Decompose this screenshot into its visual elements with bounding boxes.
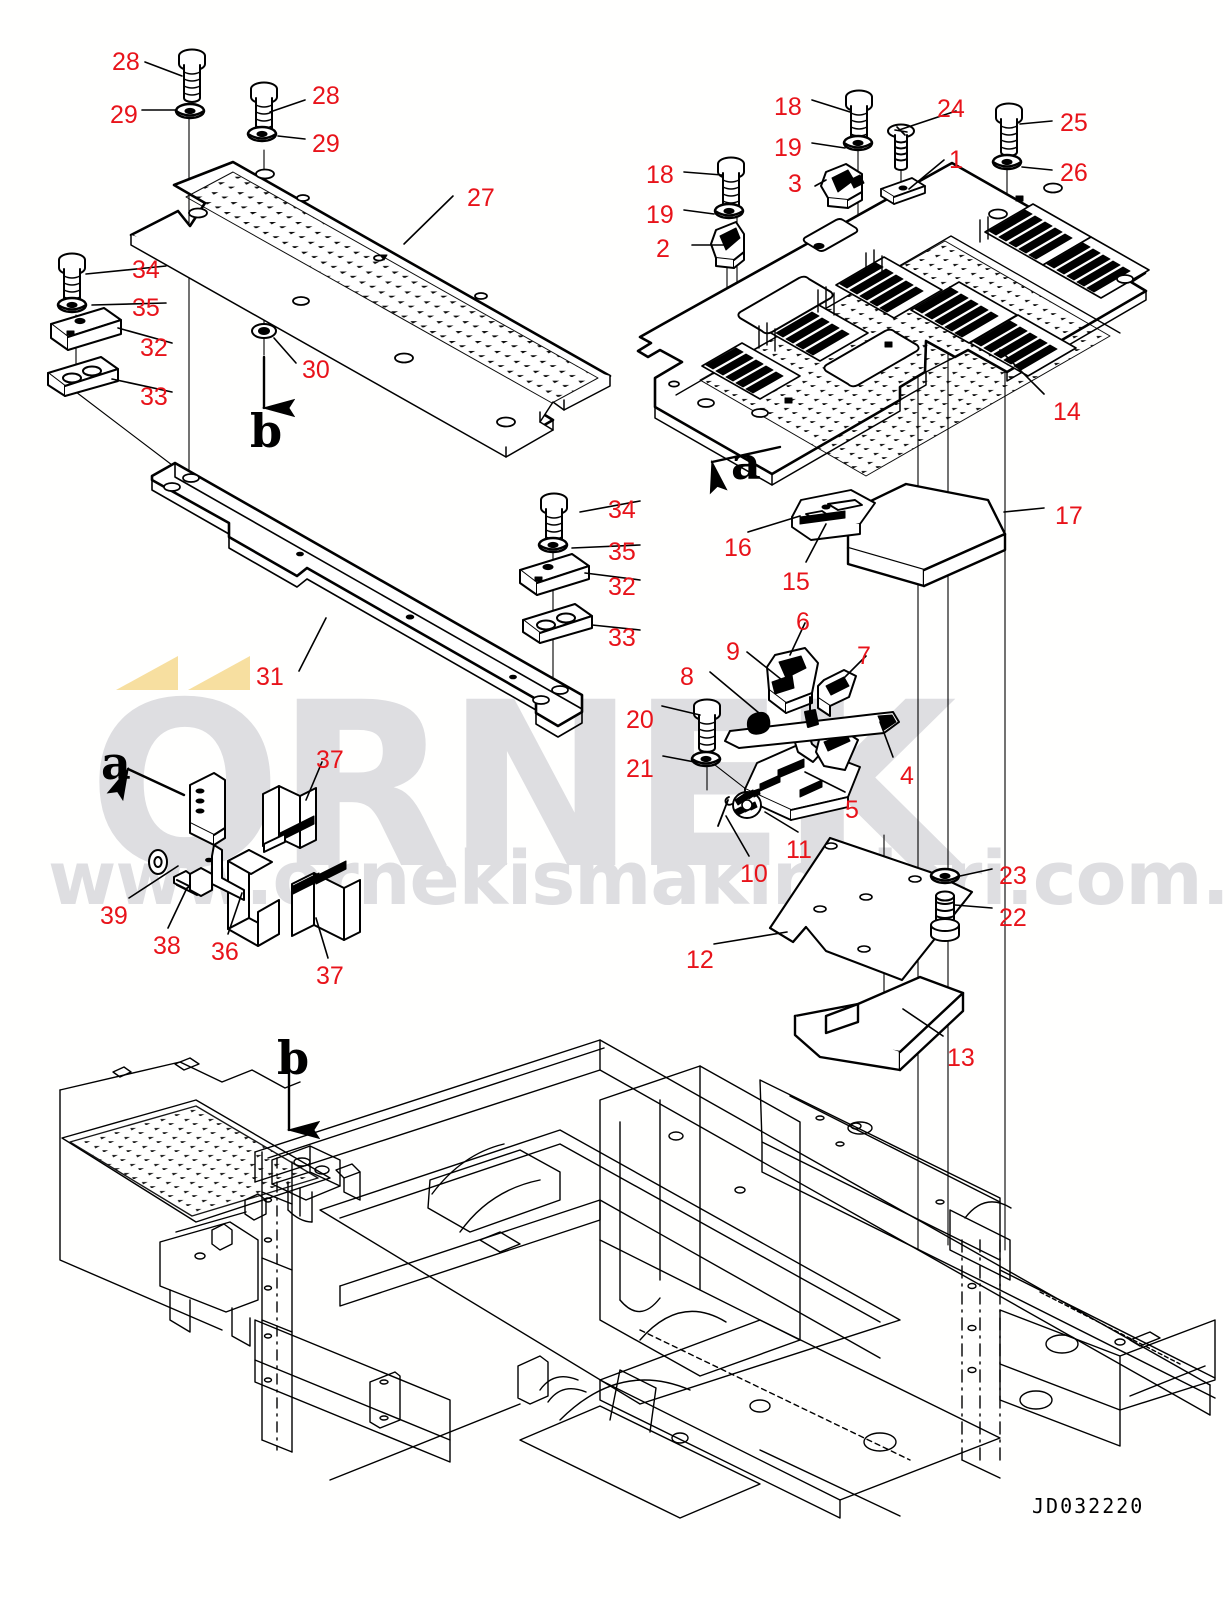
callout-number-35: 35 [608, 538, 636, 566]
callout-number-10: 10 [740, 860, 768, 888]
callout-number-37: 37 [316, 746, 344, 774]
callout-number-5: 5 [845, 796, 859, 824]
callout-number-39: 39 [100, 902, 128, 930]
callout-number-34: 34 [608, 496, 636, 524]
callout-number-30: 30 [302, 356, 330, 384]
callout-number-18: 18 [646, 161, 674, 189]
callout-number-20: 20 [626, 706, 654, 734]
callout-number-31: 31 [256, 663, 284, 691]
callout-number-1: 1 [949, 146, 963, 174]
callout-number-25: 25 [1060, 109, 1088, 137]
section-glyph-b-upper: b [250, 404, 283, 458]
callout-number-26: 26 [1060, 159, 1088, 187]
callout-number-23: 23 [999, 862, 1027, 890]
callout-number-27: 27 [467, 184, 495, 212]
callout-number-29: 29 [110, 101, 138, 129]
callout-number-28: 28 [112, 48, 140, 76]
callout-number-29: 29 [312, 130, 340, 158]
callout-number-11: 11 [786, 836, 812, 864]
callout-number-22: 22 [999, 904, 1027, 932]
section-glyph-a-lower: a [101, 736, 131, 790]
callout-number-3: 3 [788, 170, 802, 198]
drawing-number: JD032220 [1032, 1494, 1145, 1518]
callout-number-35: 35 [132, 294, 160, 322]
callout-number-33: 33 [608, 624, 636, 652]
callout-number-19: 19 [646, 201, 674, 229]
section-glyph-a-upper: a [731, 436, 761, 490]
callout-number-2: 2 [656, 235, 670, 263]
callout-number-34: 34 [132, 256, 160, 284]
callout-number-6: 6 [796, 608, 810, 636]
callout-number-32: 32 [608, 573, 636, 601]
callout-number-37: 37 [316, 962, 344, 990]
callout-number-4: 4 [900, 762, 914, 790]
callout-number-14: 14 [1053, 398, 1081, 426]
callout-number-12: 12 [686, 946, 714, 974]
callout-number-8: 8 [680, 663, 694, 691]
callout-number-18: 18 [774, 93, 802, 121]
callout-number-33: 33 [140, 383, 168, 411]
callout-number-36: 36 [211, 938, 239, 966]
callout-number-9: 9 [726, 638, 740, 666]
callout-number-15: 15 [782, 568, 810, 596]
callout-number-21: 21 [626, 755, 654, 783]
callout-number-19: 19 [774, 134, 802, 162]
callout-number-28: 28 [312, 82, 340, 110]
callout-number-38: 38 [153, 932, 181, 960]
callout-number-32: 32 [140, 334, 168, 362]
callout-number-7: 7 [857, 642, 871, 670]
callout-number-13: 13 [947, 1044, 975, 1072]
callout-number-16: 16 [724, 534, 752, 562]
section-glyph-b-lower: b [277, 1031, 310, 1085]
callout-number-17: 17 [1055, 502, 1083, 530]
callout-number-24: 24 [937, 95, 965, 123]
